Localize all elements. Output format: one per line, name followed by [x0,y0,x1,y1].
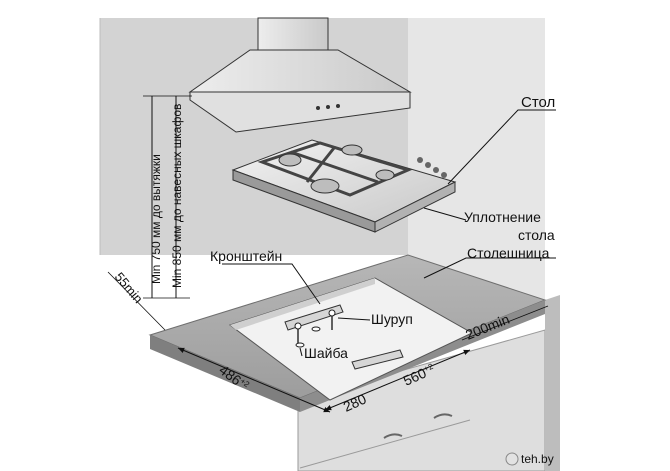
cabinet-door-line [299,419,471,469]
label-stoleshnitsa: Столешница [467,245,550,261]
range-hood [188,17,412,133]
wall-right [408,18,545,300]
gas-hob [231,139,457,233]
burner [310,178,340,194]
label-kronshtein: Кронштейн [210,248,282,264]
leader-shaiba [299,347,303,357]
label-hood-clearance: Min 850 мм до навесных шкафов [170,104,184,288]
knob [417,157,423,163]
side-margin-dim-line [461,305,549,341]
front-margin-dim-line [107,271,166,331]
washer [295,342,305,348]
burner [375,169,395,181]
cutout-back-wall [230,278,375,330]
cabinet-side [545,295,560,471]
leader-uplotnenie [423,207,467,221]
hood-button [336,104,340,108]
leader-shurup [337,317,371,321]
hood-button [316,106,320,110]
width-tolerance: +2 [422,362,434,374]
hood-chimney [257,17,329,51]
label-uplotnenie-line2: стола [518,227,555,243]
watermark: teh.by [505,452,554,466]
label-uplotnenie-line1: Уплотнение [464,209,541,225]
label-front-margin: 55min [112,269,146,306]
depth-dim-line [177,347,331,413]
watermark-logo [505,452,519,466]
leader-stoleshnitsa [423,257,556,279]
knob [425,162,431,168]
watermark-text: teh.by [521,452,554,466]
leader-stol [447,109,556,185]
burner [341,144,363,156]
screw-head [328,309,336,317]
cabinet-handle [383,433,403,439]
burner [278,153,302,167]
hob-grate-bars [290,147,379,184]
washer [311,326,321,332]
label-stol: Стол [521,94,555,111]
width-dim-line [324,349,471,411]
label-shaiba: Шайба [304,345,348,361]
leader-kronshtein [222,263,321,305]
hood-front [189,91,411,133]
label-shurup: Шуруп [371,311,413,327]
cabinet-handle [433,413,453,419]
knob [441,172,447,178]
hood-button [326,105,330,109]
knob [433,167,439,173]
screw-head [294,322,302,330]
label-extractor-clearance: Min 750 мм до вытяжки [149,154,163,284]
hob-side-edge [374,181,456,233]
